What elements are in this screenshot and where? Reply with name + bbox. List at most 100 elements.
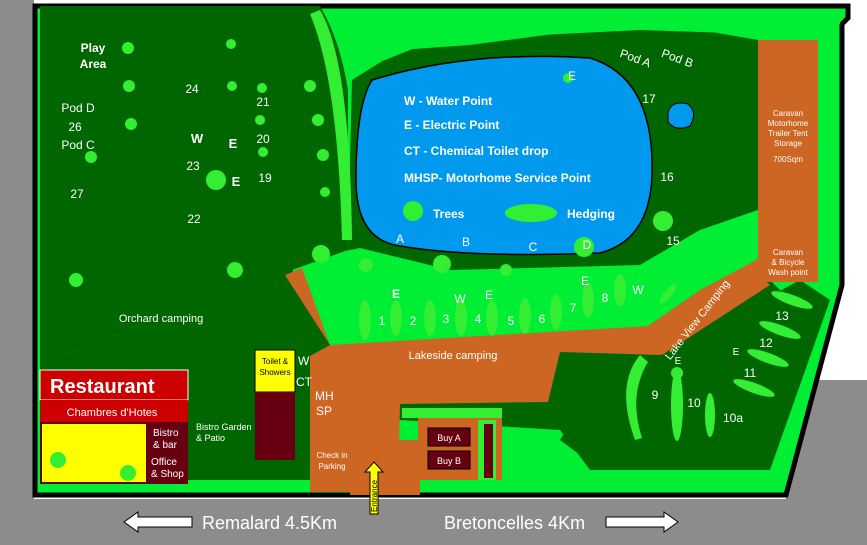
lake xyxy=(355,55,653,256)
pitch-1: 1 xyxy=(379,314,386,328)
pitch-2: 2 xyxy=(410,314,417,328)
electric-point-label: E xyxy=(675,356,682,367)
buy-a-label: Buy A xyxy=(437,433,461,443)
hedge xyxy=(582,282,594,318)
hedge-buy-top xyxy=(402,408,502,418)
water-point-label: W xyxy=(298,354,310,368)
pitch-10a: 10a xyxy=(723,411,743,425)
tree xyxy=(120,465,136,481)
play-area-label: Play xyxy=(81,41,106,55)
motorhome-service-label: SP xyxy=(316,404,332,418)
pitch-16: 16 xyxy=(660,170,674,184)
lake-pitch-c: C xyxy=(529,240,538,254)
hedge xyxy=(747,349,789,367)
tree xyxy=(50,452,66,468)
toilet-label: Toilet & xyxy=(262,357,289,366)
road-left-label: Remalard 4.5Km xyxy=(202,513,337,533)
tree xyxy=(312,114,324,126)
chambres-band xyxy=(40,400,188,422)
electric-point-label: E xyxy=(485,288,493,302)
tree xyxy=(433,255,451,273)
pitch-23: 23 xyxy=(186,159,200,173)
hedge xyxy=(659,284,677,304)
road-right-label: Bretoncelles 4Km xyxy=(444,513,585,533)
water-point-label: W xyxy=(632,283,644,297)
toilet-building xyxy=(254,349,296,393)
pitch-15: 15 xyxy=(666,234,680,248)
tree xyxy=(227,81,237,91)
toilet-label: Showers xyxy=(259,368,290,377)
bistro-garden-label: Bistro Garden xyxy=(196,422,252,432)
hedge-top xyxy=(330,10,840,70)
hedge xyxy=(771,291,813,309)
hedge xyxy=(759,321,801,339)
office-shop-label: & Shop xyxy=(151,469,184,480)
chambres-label: Chambres d'Hotes xyxy=(67,407,158,419)
right-ground xyxy=(560,280,830,470)
pond-small xyxy=(667,102,694,129)
electric-point-label: E xyxy=(581,274,589,288)
lake-pitch-a: A xyxy=(396,232,404,246)
hedges xyxy=(359,204,813,441)
lake-electric-label: E xyxy=(568,69,576,83)
legend-hedge-symbol xyxy=(505,204,557,222)
storage-label: Motorhome xyxy=(768,119,809,128)
tree xyxy=(255,115,265,125)
pitch-6: 6 xyxy=(539,312,546,326)
arrow-right-icon xyxy=(605,511,679,533)
pitch-4: 4 xyxy=(475,312,482,326)
electric-point-label: E xyxy=(232,174,241,189)
wash-point-label: Wash point xyxy=(768,268,809,277)
pitch-22: 22 xyxy=(187,212,201,226)
path-entrance xyxy=(350,440,420,495)
lakeside-camping-label: Lakeside camping xyxy=(409,350,498,362)
tree xyxy=(257,83,267,93)
pitch-17: 17 xyxy=(642,92,656,106)
path-main xyxy=(285,250,818,492)
wash-point-label: Caravan xyxy=(773,248,803,257)
road-left-vertical xyxy=(0,0,34,545)
pitch-12: 12 xyxy=(759,336,773,350)
path-lake-view xyxy=(645,272,770,355)
tree xyxy=(359,258,373,272)
buy-b-building xyxy=(427,450,471,470)
pitch-9: 9 xyxy=(652,388,659,402)
pod-d-label: Pod D xyxy=(61,101,95,115)
bistro-garden-label: & Patio xyxy=(196,433,225,443)
pitch-21: 21 xyxy=(256,95,270,109)
tree xyxy=(226,39,236,49)
tree xyxy=(500,264,512,276)
tree xyxy=(258,147,268,157)
electric-point-label: E xyxy=(392,287,400,301)
hedge xyxy=(424,300,436,336)
hedge xyxy=(455,300,467,336)
storage-label: Trailer Tent xyxy=(768,129,808,138)
orchard-camping-label: Orchard camping xyxy=(119,313,203,325)
hedge xyxy=(614,274,626,306)
lake-pitch-b: B xyxy=(462,235,470,249)
water-point-label: W xyxy=(191,131,204,146)
tree xyxy=(227,262,243,278)
pod-c-label: Pod C xyxy=(61,138,95,152)
pitch-24: 24 xyxy=(185,82,199,96)
tree xyxy=(320,187,330,197)
buy-a-building xyxy=(427,427,471,447)
hedge xyxy=(733,379,775,397)
legend-trees: Trees xyxy=(433,207,465,221)
storage-label: Caravan xyxy=(773,109,803,118)
pitch-8: 8 xyxy=(602,291,609,305)
tree xyxy=(122,42,134,54)
storage-label: 700Sqm xyxy=(773,155,803,164)
buy-b-label: Buy B xyxy=(437,456,461,466)
hedge xyxy=(519,298,531,334)
pitch-26: 26 xyxy=(68,120,82,134)
legend-motorhome-service: MHSP- Motorhome Service Point xyxy=(404,171,591,185)
pitch-27: 27 xyxy=(70,187,84,201)
pitch-7: 7 xyxy=(570,301,577,315)
entrance-label: Entrance xyxy=(370,479,379,512)
hedge xyxy=(390,300,402,336)
tree xyxy=(563,73,573,83)
motorhome-service-label: MH xyxy=(315,389,334,403)
bistro-building xyxy=(255,392,295,460)
electric-point-label: E xyxy=(229,136,238,151)
